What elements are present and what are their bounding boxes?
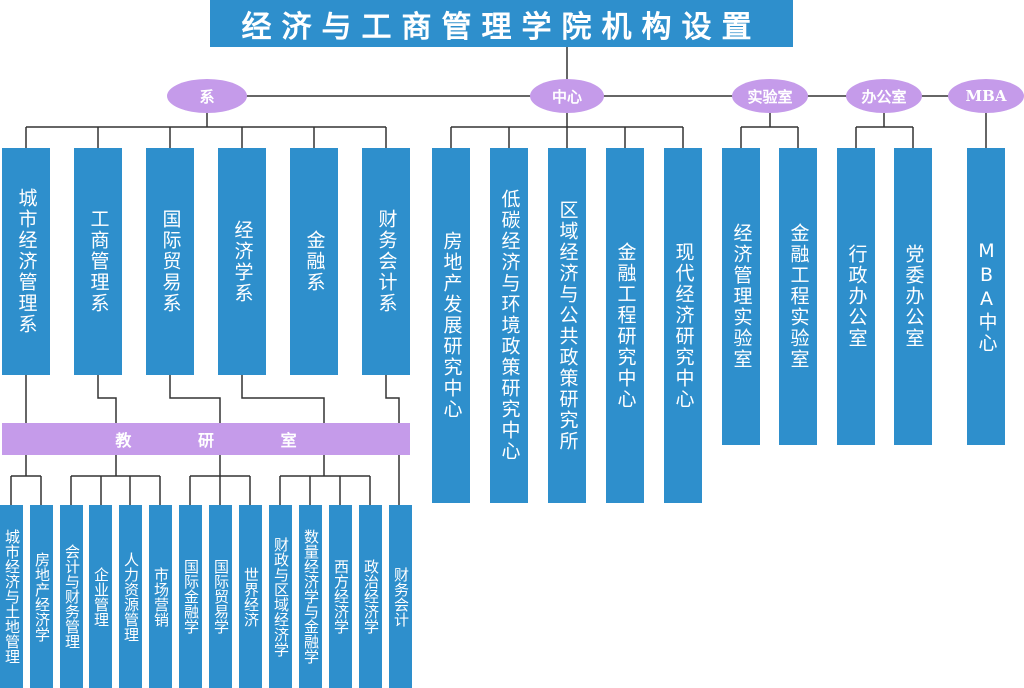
teaching-group-box: 城市经济与土地管理 [0, 505, 23, 688]
center-box: 金融工程研究中心 [606, 148, 644, 503]
department-box: 经济学系 [218, 148, 266, 375]
bar-char: 研 [197, 431, 214, 450]
bar-char: 室 [280, 431, 297, 450]
bar-char: 教 [115, 431, 132, 450]
category-zhongxin: 中心 [530, 79, 604, 113]
department-box: 国际贸易系 [146, 148, 194, 375]
department-box: 工商管理系 [74, 148, 122, 375]
teaching-group-box: 国际金融学 [179, 505, 202, 688]
department-box: 金融系 [290, 148, 338, 375]
page-title: 经济与工商管理学院机构设置 [210, 0, 793, 47]
teaching-group-box: 市场营销 [149, 505, 172, 688]
teaching-group-box: 财务会计 [389, 505, 412, 688]
teaching-group-box: 西方经济学 [329, 505, 352, 688]
category-mba: MBA [948, 79, 1024, 113]
teaching-group-box: 房地产经济学 [30, 505, 53, 688]
lab-box: 金融工程实验室 [779, 148, 817, 445]
center-box: 房地产发展研究中心 [432, 148, 470, 503]
office-box: 行政办公室 [837, 148, 875, 445]
category-bangongshi: 办公室 [846, 79, 922, 113]
teaching-group-box: 会计与财务管理 [60, 505, 83, 688]
mba-box: MBA中心 [967, 148, 1005, 445]
teaching-group-box: 财政与区域经济学 [269, 505, 292, 688]
lab-box: 经济管理实验室 [722, 148, 760, 445]
teaching-group-box: 数量经济学与金融学 [299, 505, 322, 688]
department-box: 城市经济管理系 [2, 148, 50, 375]
category-xi: 系 [167, 79, 247, 113]
center-box: 低碳经济与环境政策研究中心 [490, 148, 528, 503]
center-box: 现代经济研究中心 [664, 148, 702, 503]
teaching-group-box: 国际贸易学 [209, 505, 232, 688]
teaching-group-box: 世界经济 [239, 505, 262, 688]
category-shiyanshi: 实验室 [732, 79, 808, 113]
teaching-group-box: 政治经济学 [359, 505, 382, 688]
department-box: 财务会计系 [362, 148, 410, 375]
teaching-group-box: 企业管理 [89, 505, 112, 688]
teaching-group-box: 人力资源管理 [119, 505, 142, 688]
teaching-research-bar: 教 研 室 [2, 423, 410, 455]
office-box: 党委办公室 [894, 148, 932, 445]
center-box: 区域经济与公共政策研究所 [548, 148, 586, 503]
